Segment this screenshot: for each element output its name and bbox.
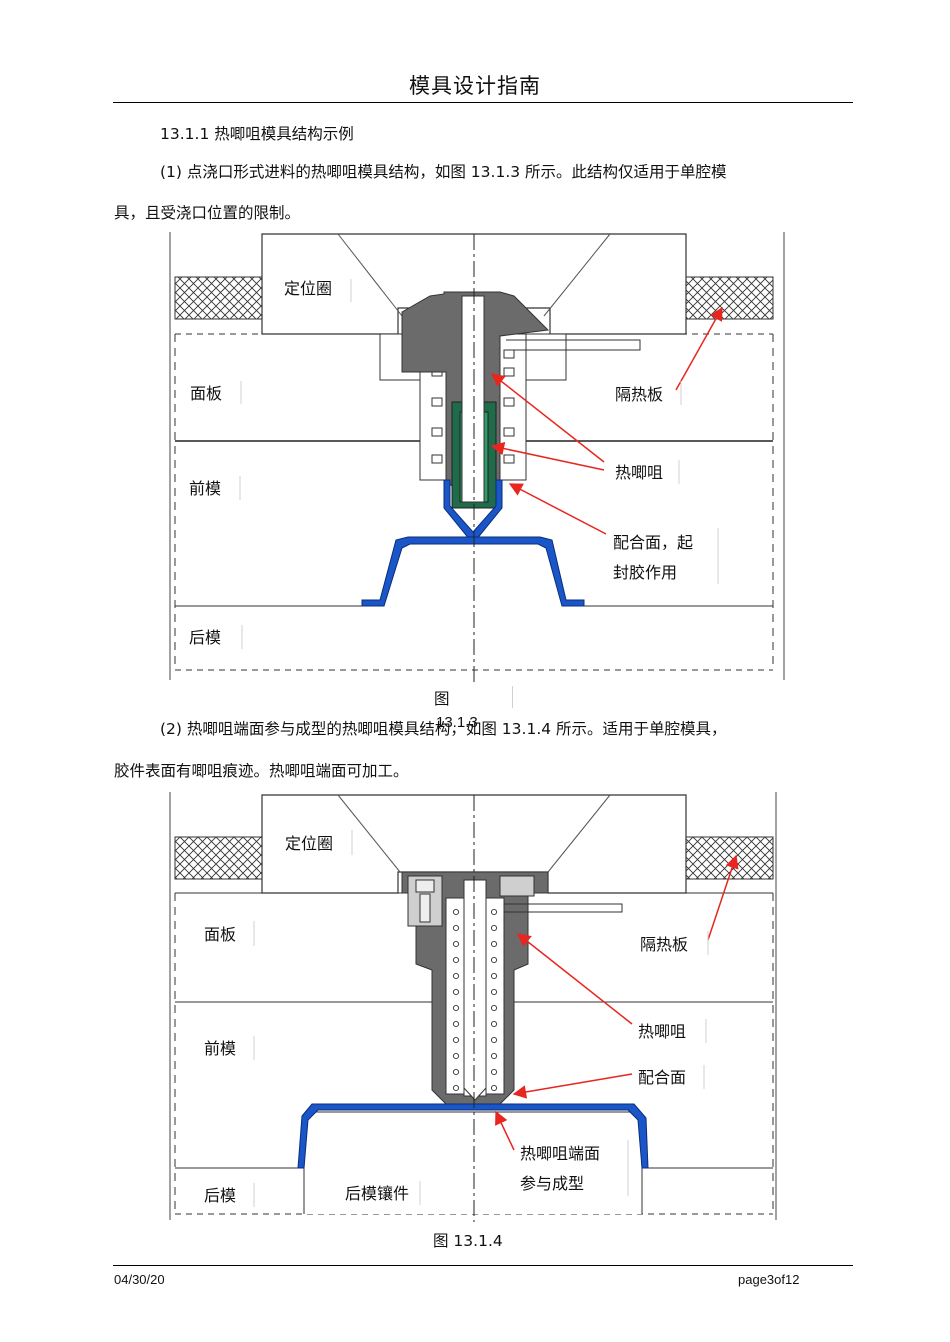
label-top-plate: 面板: [190, 384, 222, 403]
footer-rule: [113, 1265, 853, 1266]
label-fit-face-2: 配合面: [638, 1068, 686, 1087]
insulation-hatch-right-2: [685, 836, 774, 880]
label-rear-insert: 后模镶件: [345, 1184, 409, 1203]
label-end-face-2: 参与成型: [520, 1174, 584, 1193]
label-top-plate-2: 面板: [204, 925, 236, 944]
molded-part: [361, 536, 585, 607]
label-rear-mold: 后模: [189, 628, 221, 647]
figure-13-1-4: 定位圈 面板 隔热板 前模 热唧咀 配合面 热唧咀端面 参与成型 后模 后模镶件: [169, 792, 777, 1222]
label-rear-mold-2: 后模: [204, 1186, 236, 1205]
label-end-face-1: 热唧咀端面: [520, 1144, 600, 1163]
label-locating-ring: 定位圈: [284, 279, 332, 298]
label-insulation-2: 隔热板: [640, 935, 688, 954]
para1-line1: (1) 点浇口形式进料的热唧咀模具结构，如图 13.1.3 所示。此结构仅适用于…: [160, 163, 727, 181]
label-fit-face-2: 封胶作用: [613, 563, 677, 582]
fig1-caption-2: 13.1.3: [436, 714, 478, 731]
para1-line2: 具，且受浇口位置的限制。: [114, 204, 301, 222]
label-locating-ring-2: 定位圈: [285, 834, 333, 853]
footer-page: page3of12: [738, 1272, 800, 1287]
section-heading: 13.1.1 热唧咀模具结构示例: [160, 125, 354, 143]
molded-part-2: [297, 1103, 649, 1169]
fig1-caption-1: 图: [434, 690, 450, 708]
figure-13-1-3: 定位圈 面板 隔热板 前模 热唧咀 配合面，起 封胶作用 后模: [169, 232, 785, 684]
label-fit-face-1: 配合面，起: [613, 533, 693, 552]
footer-date: 04/30/20: [114, 1272, 165, 1287]
para2-line1: (2) 热唧咀端面参与成型的热唧咀模具结构，如图 13.1.4 所示。适用于单腔…: [160, 720, 727, 738]
label-hot-nozzle-2: 热唧咀: [638, 1022, 686, 1041]
label-front-mold-2: 前模: [204, 1039, 236, 1058]
fig2-caption: 图 13.1.4: [433, 1232, 503, 1250]
header-rule: [113, 102, 853, 103]
fig1-caption-box: [512, 686, 513, 708]
para2-line2: 胶件表面有唧咀痕迹。热唧咀端面可加工。: [114, 762, 409, 780]
label-front-mold: 前模: [189, 479, 221, 498]
label-insulation: 隔热板: [615, 385, 663, 404]
page-title: 模具设计指南: [409, 74, 541, 98]
label-hot-nozzle: 热唧咀: [615, 463, 663, 482]
insulation-hatch-right: [685, 276, 774, 320]
insulation-hatch-left-2: [174, 836, 263, 880]
insulation-hatch-left: [174, 276, 263, 320]
